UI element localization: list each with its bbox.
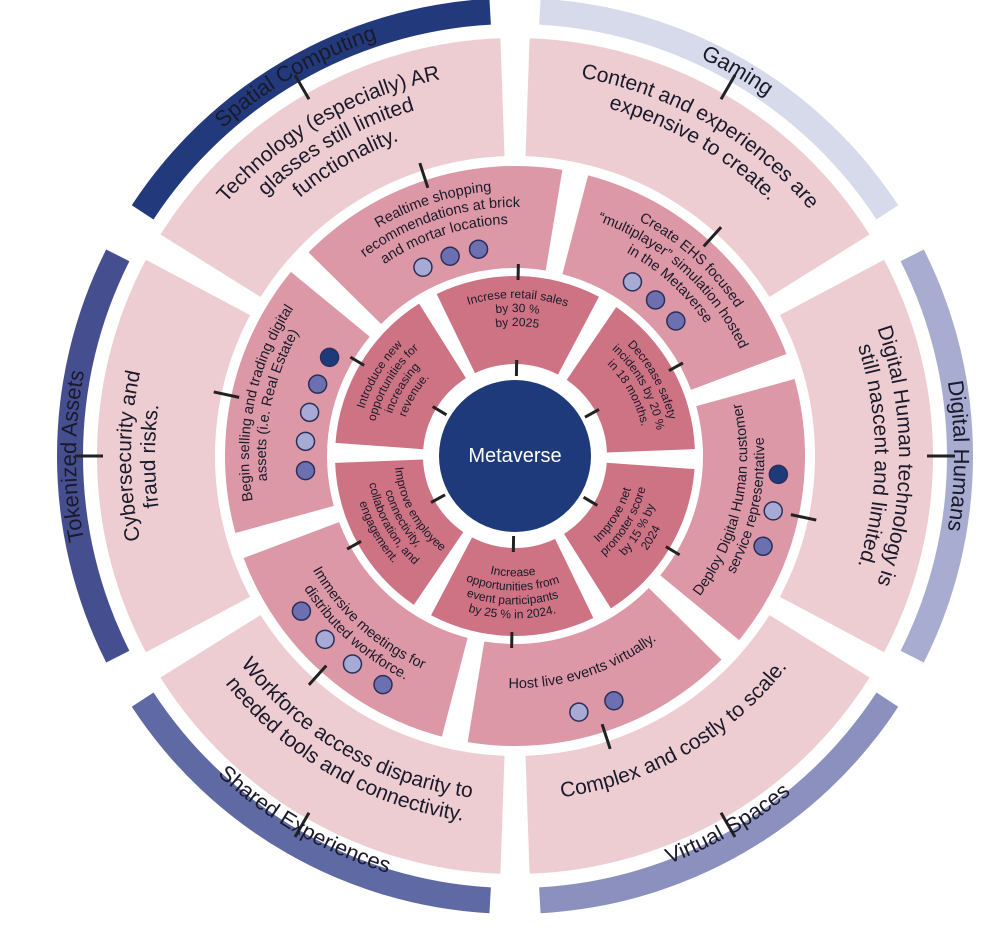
use-case-band-shared — [243, 522, 468, 737]
indicator-dot — [373, 674, 393, 695]
center-label: Metaverse — [468, 445, 561, 467]
challenge-band-spatial — [160, 38, 505, 298]
use-case-band-digital — [660, 378, 805, 641]
goal-label-spatial-line-2: by 2025 — [495, 315, 541, 331]
outer-band-digital — [900, 249, 973, 663]
tick-outer-gaming — [719, 74, 737, 100]
outer-band-virtual — [539, 692, 899, 914]
use-case-band-spatial — [308, 166, 563, 324]
indicator-dot — [307, 374, 328, 394]
indicator-dot — [645, 290, 666, 310]
tick-goal-tokenized — [349, 355, 365, 367]
challenge-band-virtual — [525, 614, 870, 874]
indicator-dot — [315, 629, 335, 650]
outer-band-tokenized — [57, 249, 130, 663]
tick-outer-shared — [293, 812, 311, 838]
challenge-label-tokenized-line-1: fraud risks. — [137, 402, 164, 509]
tick-center-tokenized — [431, 405, 448, 417]
indicator-dot — [342, 654, 363, 674]
indicator-dots-layer — [291, 239, 789, 722]
indicator-dot — [468, 239, 489, 259]
goal-band-virtual — [431, 537, 594, 636]
indicator-dot — [763, 501, 783, 521]
indicator-dot — [295, 431, 316, 452]
tick-goal-digital — [665, 545, 681, 557]
tick-goal-gaming — [668, 361, 684, 372]
challenge-band-digital — [779, 259, 933, 653]
tick-outer-spatial — [293, 74, 311, 100]
tick-center-gaming — [584, 408, 600, 419]
tick-use-case-gaming — [702, 226, 723, 248]
indicator-dot — [440, 246, 460, 267]
indicator-dot — [604, 691, 624, 711]
indicator-dot — [413, 257, 433, 278]
challenge-band-shared — [160, 614, 505, 874]
goal-label-virtual-line-0: Increase — [489, 563, 536, 579]
goal-band-tokenized — [335, 303, 466, 450]
indicator-dot — [291, 601, 312, 621]
center-circle — [439, 380, 591, 532]
tick-use-case-shared — [307, 664, 328, 686]
goal-band-shared — [335, 459, 464, 605]
connector-ticks-layer — [75, 74, 955, 838]
indicator-dot — [299, 402, 320, 423]
indicator-dot — [768, 464, 789, 485]
tick-center-digital — [582, 495, 599, 507]
goal-band-digital — [564, 462, 695, 609]
use-case-band-virtual — [467, 588, 722, 747]
center-hub: Metaverse — [439, 380, 591, 532]
outer-band-spatial — [131, 0, 491, 220]
use-case-band-gaming — [562, 175, 787, 390]
use-case-band-tokenized — [225, 271, 370, 534]
tick-use-case-tokenized — [213, 390, 240, 399]
tick-use-case-virtual — [600, 723, 612, 750]
ring-bands-layer — [57, 0, 973, 914]
tick-center-shared — [430, 493, 446, 504]
indicator-dot — [569, 702, 589, 722]
outer-band-gaming — [539, 0, 899, 220]
goal-band-gaming — [566, 307, 695, 453]
outer-band-shared — [131, 692, 491, 914]
indicator-dot — [622, 272, 643, 292]
tick-use-case-digital — [790, 513, 817, 522]
indicator-dot — [295, 460, 316, 481]
tick-outer-virtual — [719, 812, 737, 838]
goal-band-spatial — [436, 276, 599, 375]
tick-use-case-spatial — [418, 162, 430, 189]
tick-goal-shared — [346, 540, 362, 551]
indicator-dot — [319, 347, 340, 368]
challenge-band-tokenized — [96, 259, 251, 653]
indicator-dot — [753, 536, 773, 557]
indicator-dot — [666, 311, 686, 331]
challenge-band-gaming — [525, 38, 870, 298]
